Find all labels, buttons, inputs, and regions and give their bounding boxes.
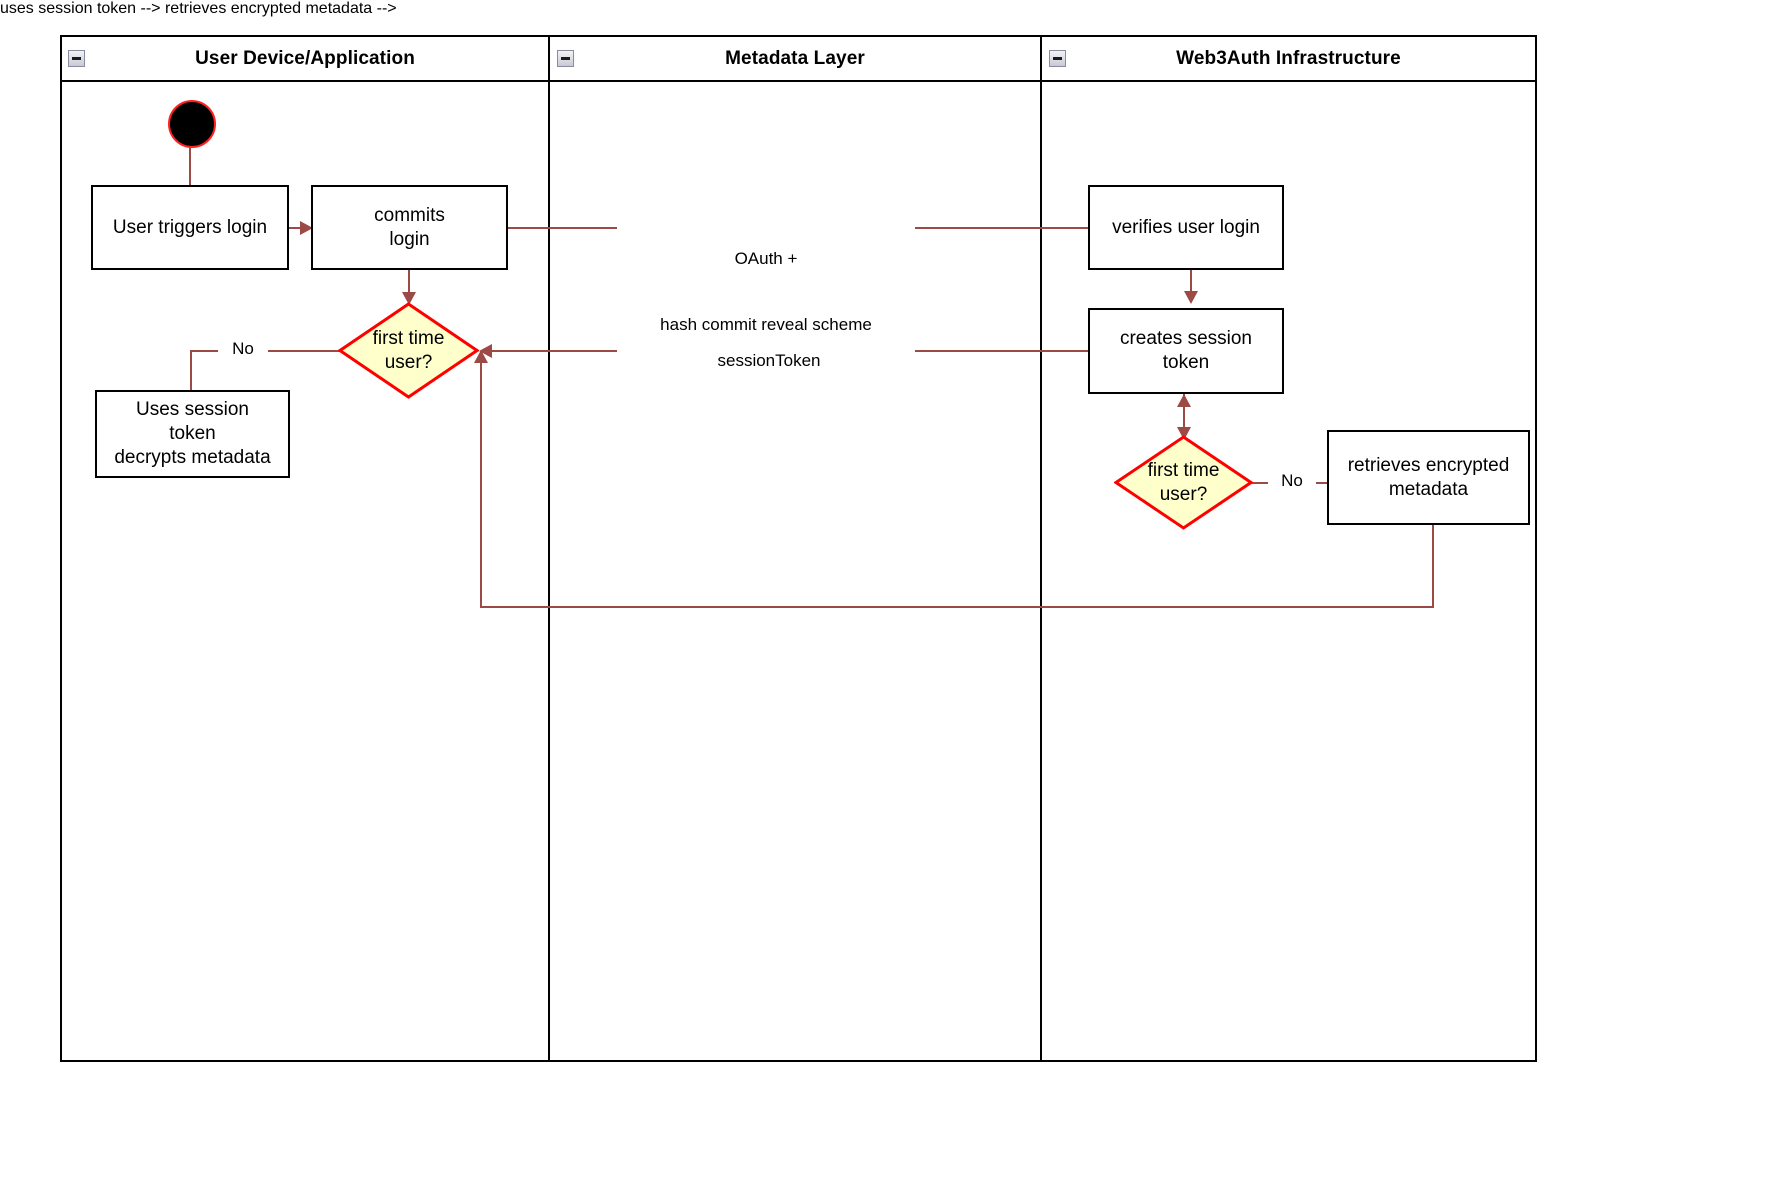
lane-title-web3auth: Web3Auth Infrastructure [1176,47,1401,69]
activity-user-triggers-login[interactable]: User triggers login [91,185,289,270]
decision-left-line1: first time [372,327,445,349]
edge-user-triggers-to-commits [289,227,307,229]
activity-uses-session-token-line3: decrypts metadata [114,446,271,468]
edge-label-oauth-line1: OAuth + [734,249,798,269]
edge-label-no-right: No [1268,470,1316,493]
decision-left-label: first time user? [338,302,479,399]
edge-creates-to-decision-right [1183,394,1185,440]
activity-retrieves-encrypted-metadata-line1: retrieves encrypted [1347,454,1510,476]
edge-verifies-to-creates [1190,270,1192,298]
edge-label-session-token: sessionToken [700,350,838,373]
decision-diamond-shape-left [338,302,479,399]
edge-label-oauth-line2: hash commit reveal scheme [660,315,872,335]
decision-first-time-user-right[interactable]: first time user? [1114,435,1253,530]
lane-title-user-device: User Device/Application [195,47,415,69]
arrowhead-bottom-return-to-decision-left [474,350,488,363]
activity-user-triggers-login-label: User triggers login [112,216,268,238]
lane-title-metadata: Metadata Layer [725,47,865,69]
activity-uses-session-token[interactable]: Uses session token decrypts metadata [95,390,290,478]
activity-commits-login-line1: commits [374,204,445,226]
collapse-minus-icon-metadata[interactable] [557,50,574,67]
activity-uses-session-token-line1: Uses session [136,399,249,421]
arrowhead-creates-to-decision-right [1177,427,1191,440]
arrowhead-verifies-to-creates [1184,291,1198,304]
decision-diamond-shape-right [1114,435,1253,530]
activity-creates-session-token[interactable]: creates session token [1088,308,1284,394]
activity-creates-session-token-line1: creates session [1119,328,1252,350]
edge-retrieves-down [1432,525,1434,608]
activity-uses-session-token-line2: token [169,423,216,445]
collapse-minus-icon-user-device[interactable] [68,50,85,67]
decision-right-line2: user? [1159,483,1208,505]
lane-header-web3auth[interactable]: Web3Auth Infrastructure [1042,37,1535,82]
arrowhead-commits-to-decision-left [402,292,416,305]
decision-left-line2: user? [384,351,433,373]
lane-divider-2 [1040,35,1042,1062]
collapse-minus-icon-web3auth[interactable] [1049,50,1066,67]
activity-retrieves-encrypted-metadata-line2: metadata [1388,478,1469,500]
decision-first-time-user-left[interactable]: first time user? [338,302,479,399]
arrowhead-decision-right-to-creates [1177,394,1191,407]
edge-bottom-return-up [480,362,482,608]
decision-right-line1: first time [1147,459,1220,481]
edge-bottom-return [480,606,1434,608]
activity-retrieves-encrypted-metadata[interactable]: retrieves encrypted metadata [1327,430,1530,525]
activity-verifies-user-login[interactable]: verifies user login [1088,185,1284,270]
decision-right-label: first time user? [1114,435,1253,530]
activity-commits-login[interactable]: commits login [311,185,508,270]
lane-divider-1 [548,35,550,1062]
lane-header-user-device[interactable]: User Device/Application [62,37,548,82]
edge-label-no-left: No [218,338,268,361]
arrowhead-user-triggers-to-commits [300,221,313,235]
initial-node[interactable] [168,100,216,148]
activity-creates-session-token-line2: token [1162,352,1210,373]
edge-decision-left-no [190,350,350,352]
edge-decision-left-no-down [190,350,192,390]
edge-commits-to-decision-left [408,270,410,300]
activity-commits-login-line2: login [389,228,430,250]
activity-verifies-user-login-label: verifies user login [1112,216,1260,238]
edge-start-to-user-triggers-login [189,144,191,186]
lane-header-metadata[interactable]: Metadata Layer [550,37,1040,82]
